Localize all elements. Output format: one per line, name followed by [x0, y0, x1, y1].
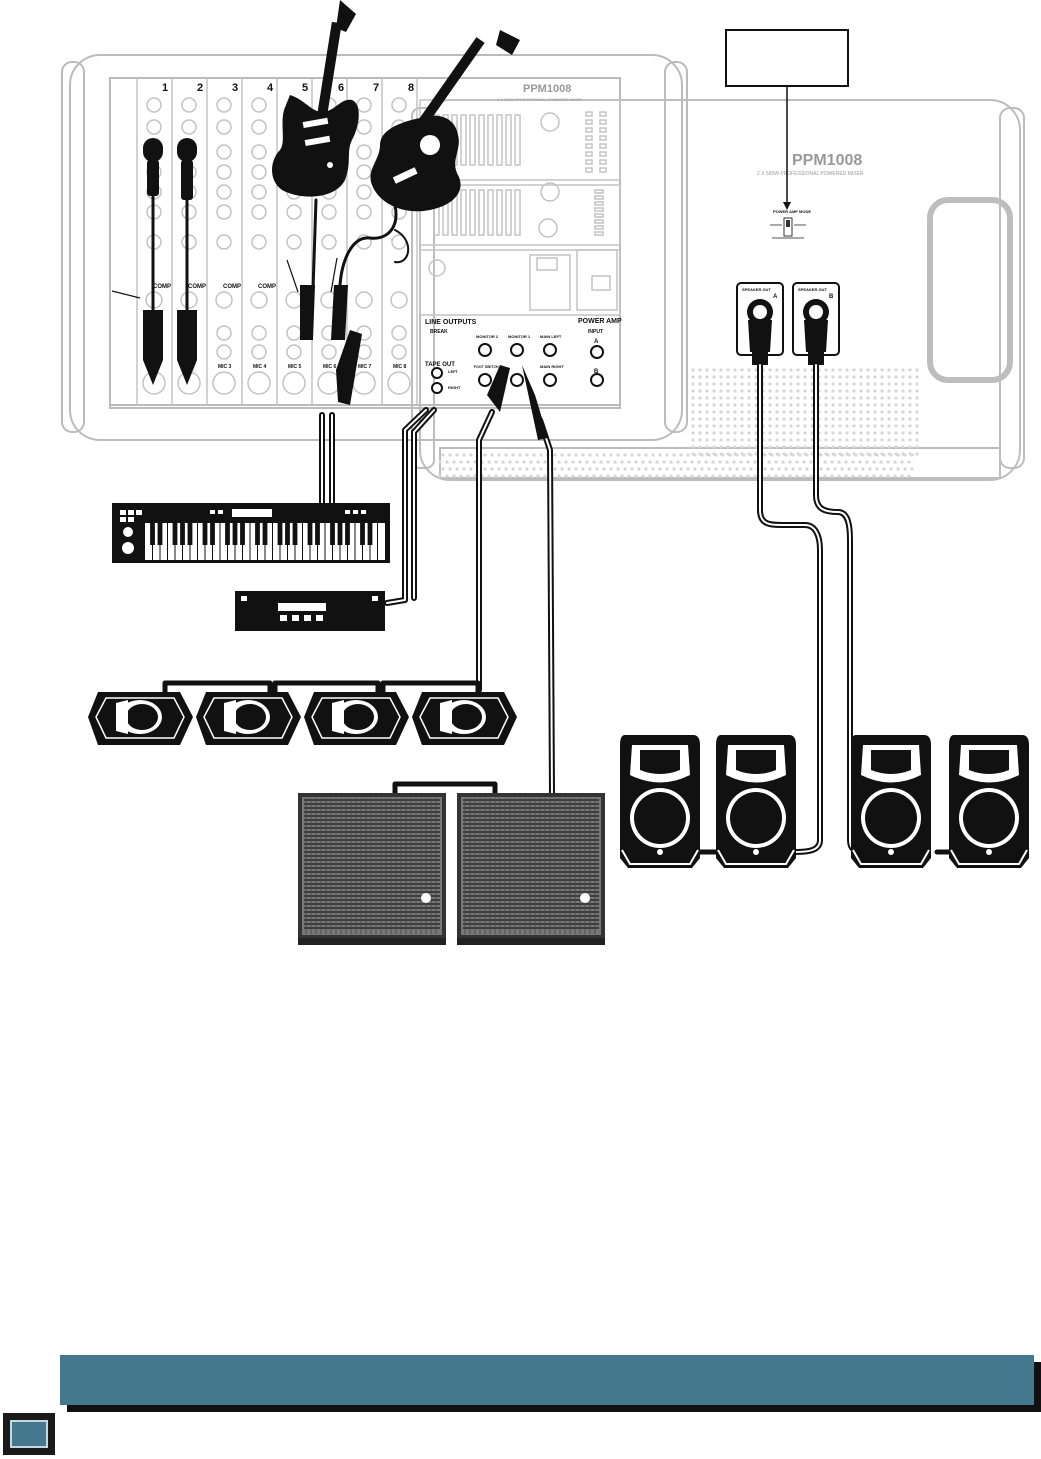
rear-subtitle: 2 X 500W PROFESSIONAL POWERED MIXER — [757, 171, 864, 177]
speaker-out-b-label: SPEAKER OUT — [798, 287, 827, 292]
keyboard-icon — [112, 503, 390, 563]
rear-model-name: PPM1008 — [792, 152, 862, 169]
foot-switch-label: FOOT SWITCH — [474, 365, 499, 369]
break-label: BREAK — [430, 329, 448, 335]
channel-number: 6 — [338, 82, 344, 94]
rear-vent-grille — [438, 368, 919, 478]
page-number-box — [3, 1413, 55, 1455]
input-box — [725, 29, 849, 87]
line-outputs-label: LINE OUTPUTS — [425, 319, 477, 326]
tape-right-label: RIGHT — [448, 385, 461, 390]
floor-monitor-icon — [196, 692, 301, 745]
floor-monitor-icon — [412, 692, 517, 745]
channel-numbers: 1 2 3 4 5 6 7 8 — [162, 82, 414, 94]
main-left-label: MAIN LEFT — [540, 334, 562, 339]
floor-monitor-icon — [304, 692, 409, 745]
channel-number: 7 — [373, 82, 379, 94]
floor-monitor-icon — [88, 692, 193, 745]
mic-label: MIC 5 — [288, 364, 302, 370]
front-model-name: PPM1008 — [523, 83, 571, 95]
loudspeaker-icon — [949, 735, 1029, 868]
loudspeaker-icon — [620, 735, 700, 868]
mixer-front-panel — [61, 54, 688, 441]
tape-left-label: LEFT — [448, 369, 459, 374]
footer-bar — [60, 1355, 1034, 1405]
input-label: INPUT — [588, 329, 603, 335]
front-subtitle: 2 X 500W PROFESSIONAL POWERED MIXER — [497, 97, 582, 102]
cable-plugs — [143, 285, 548, 440]
mic-label: MIC 3 — [218, 364, 232, 370]
channel-number: 5 — [302, 82, 308, 94]
subwoofer-icon — [298, 793, 446, 945]
monitor1-label: MONITOR 1 — [508, 334, 531, 339]
comp-label: COMP — [258, 284, 276, 290]
monitor2-label: MONITOR 2 — [476, 334, 499, 339]
speaker-out-b: SPEAKER OUT B — [792, 282, 840, 365]
speaker-out-a: SPEAKER OUT A — [736, 282, 784, 365]
acoustic-guitar-icon — [370, 30, 520, 212]
speaker-out-b-letter: B — [829, 294, 834, 300]
input-b-label: B — [594, 369, 599, 375]
comp-label: COMP — [223, 284, 241, 290]
loudspeaker-icon — [716, 735, 796, 868]
electric-guitar-icon — [272, 0, 359, 197]
power-amp-label: POWER AMP — [578, 318, 622, 325]
main-right-label: MAIN RIGHT — [540, 364, 564, 369]
mic-label: MIC 6 — [323, 364, 337, 370]
speaker-out-a-label: SPEAKER OUT — [742, 287, 771, 292]
power-amp-mode-label: POWER AMP MODE — [773, 209, 811, 214]
loudspeaker-icon — [851, 735, 931, 868]
channel-number: 8 — [408, 82, 414, 94]
channel-number: 3 — [232, 82, 238, 94]
channel-number: 1 — [162, 82, 168, 94]
channel-number: 4 — [267, 82, 274, 94]
mixer-rear-panel — [411, 99, 1025, 481]
mic-label: MIC 8 — [393, 364, 407, 370]
power-amp-mode-switch: POWER AMP MODE — [770, 209, 811, 239]
effects-processor-icon — [235, 591, 385, 631]
comp-label: COMP — [188, 284, 206, 290]
channel-number: 2 — [197, 82, 203, 94]
microphone-icon — [177, 138, 197, 200]
comp-label: COMP — [153, 284, 171, 290]
subwoofer-icon — [457, 793, 605, 945]
output-jacks — [431, 343, 604, 394]
speaker-out-a-letter: A — [773, 294, 778, 300]
mic-label: MIC 4 — [253, 364, 267, 370]
tape-out-label: TAPE OUT — [425, 362, 455, 368]
callout-arrows — [111, 257, 338, 299]
mic-label: MIC 7 — [358, 364, 372, 370]
input-a-label: A — [594, 339, 599, 345]
microphone-icon — [143, 138, 163, 196]
